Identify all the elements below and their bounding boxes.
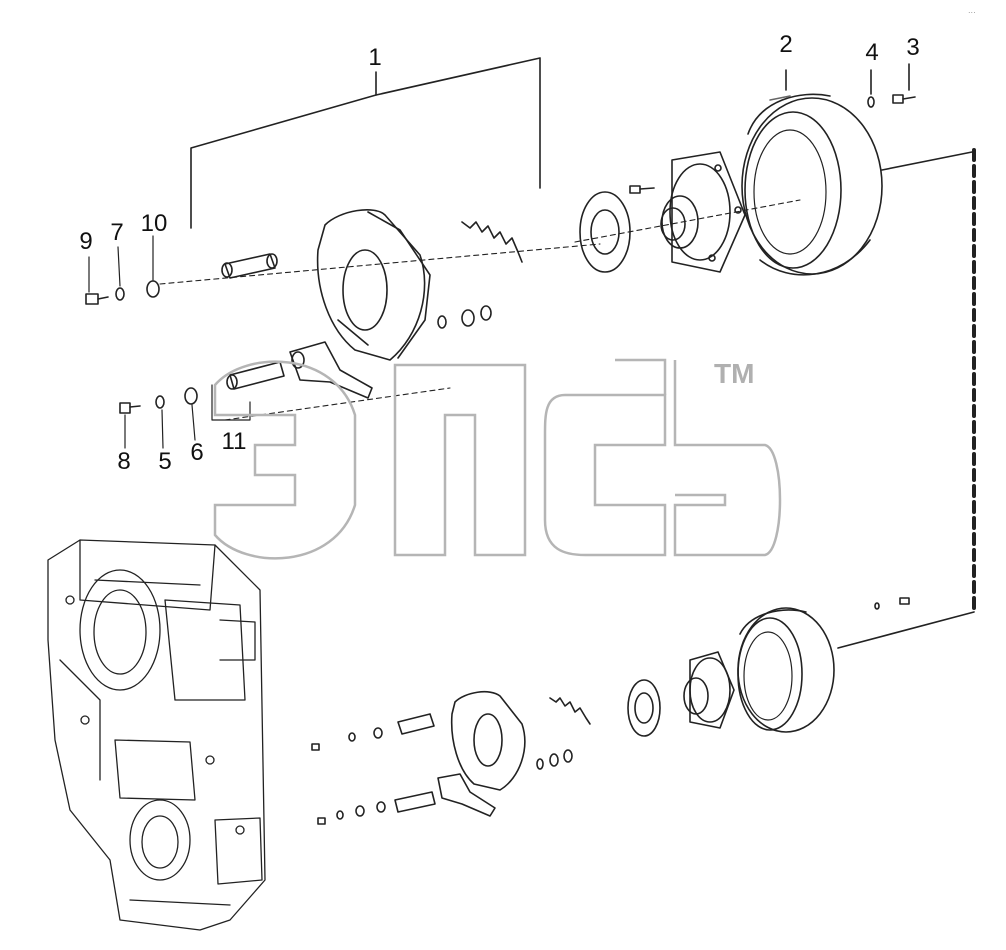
- fasteners-9-7-10: [85, 280, 160, 305]
- watermark-logo: [213, 358, 782, 560]
- spring-upper: [461, 221, 523, 263]
- callout-10: 10: [140, 210, 168, 237]
- brake-drum-upper: [741, 93, 883, 276]
- cam-lever-upper: [289, 341, 373, 399]
- washer-4: [867, 69, 875, 108]
- hub-flange-upper: [660, 151, 746, 273]
- fasteners-lower: [311, 597, 910, 825]
- callout-3: 3: [906, 34, 920, 61]
- callout-1: 1: [368, 44, 382, 71]
- washer-disc-upper: [579, 191, 631, 273]
- watermark-trademark: TM: [714, 358, 755, 389]
- callout-5: 5: [158, 448, 172, 475]
- washer-disc-lower: [627, 679, 661, 737]
- fasteners-shoe-right: [437, 305, 492, 329]
- pin-shaft-lower: [397, 713, 435, 735]
- callout-6: 6: [190, 439, 204, 466]
- bolt-3: [892, 63, 916, 104]
- callout-8: 8: [117, 448, 131, 475]
- callout-7: 7: [110, 219, 124, 246]
- upper-to-lower-connector: [837, 148, 976, 649]
- fasteners-8-5-6: [119, 387, 198, 414]
- spring-lower: [549, 697, 591, 725]
- small-bolt-upper: [629, 185, 655, 194]
- brake-shoe-upper: [316, 209, 431, 361]
- cam-lever-lower: [394, 773, 496, 817]
- pin-shaft-upper: [221, 253, 278, 279]
- callout-9: 9: [79, 228, 93, 255]
- brake-shoe-lower: [450, 690, 526, 791]
- callout-leaders: [88, 235, 196, 449]
- part-1-leader-bracket: [190, 57, 541, 229]
- callout-2: 2: [779, 31, 793, 58]
- callout-11: 11: [221, 428, 247, 455]
- transmission-housing: [47, 539, 266, 931]
- cam-shaft-11: [211, 361, 285, 421]
- callout-4: 4: [865, 39, 879, 66]
- corner-mark: ...: [968, 6, 976, 15]
- hub-flange-lower: [683, 651, 735, 729]
- brake-drum-lower: [737, 607, 835, 733]
